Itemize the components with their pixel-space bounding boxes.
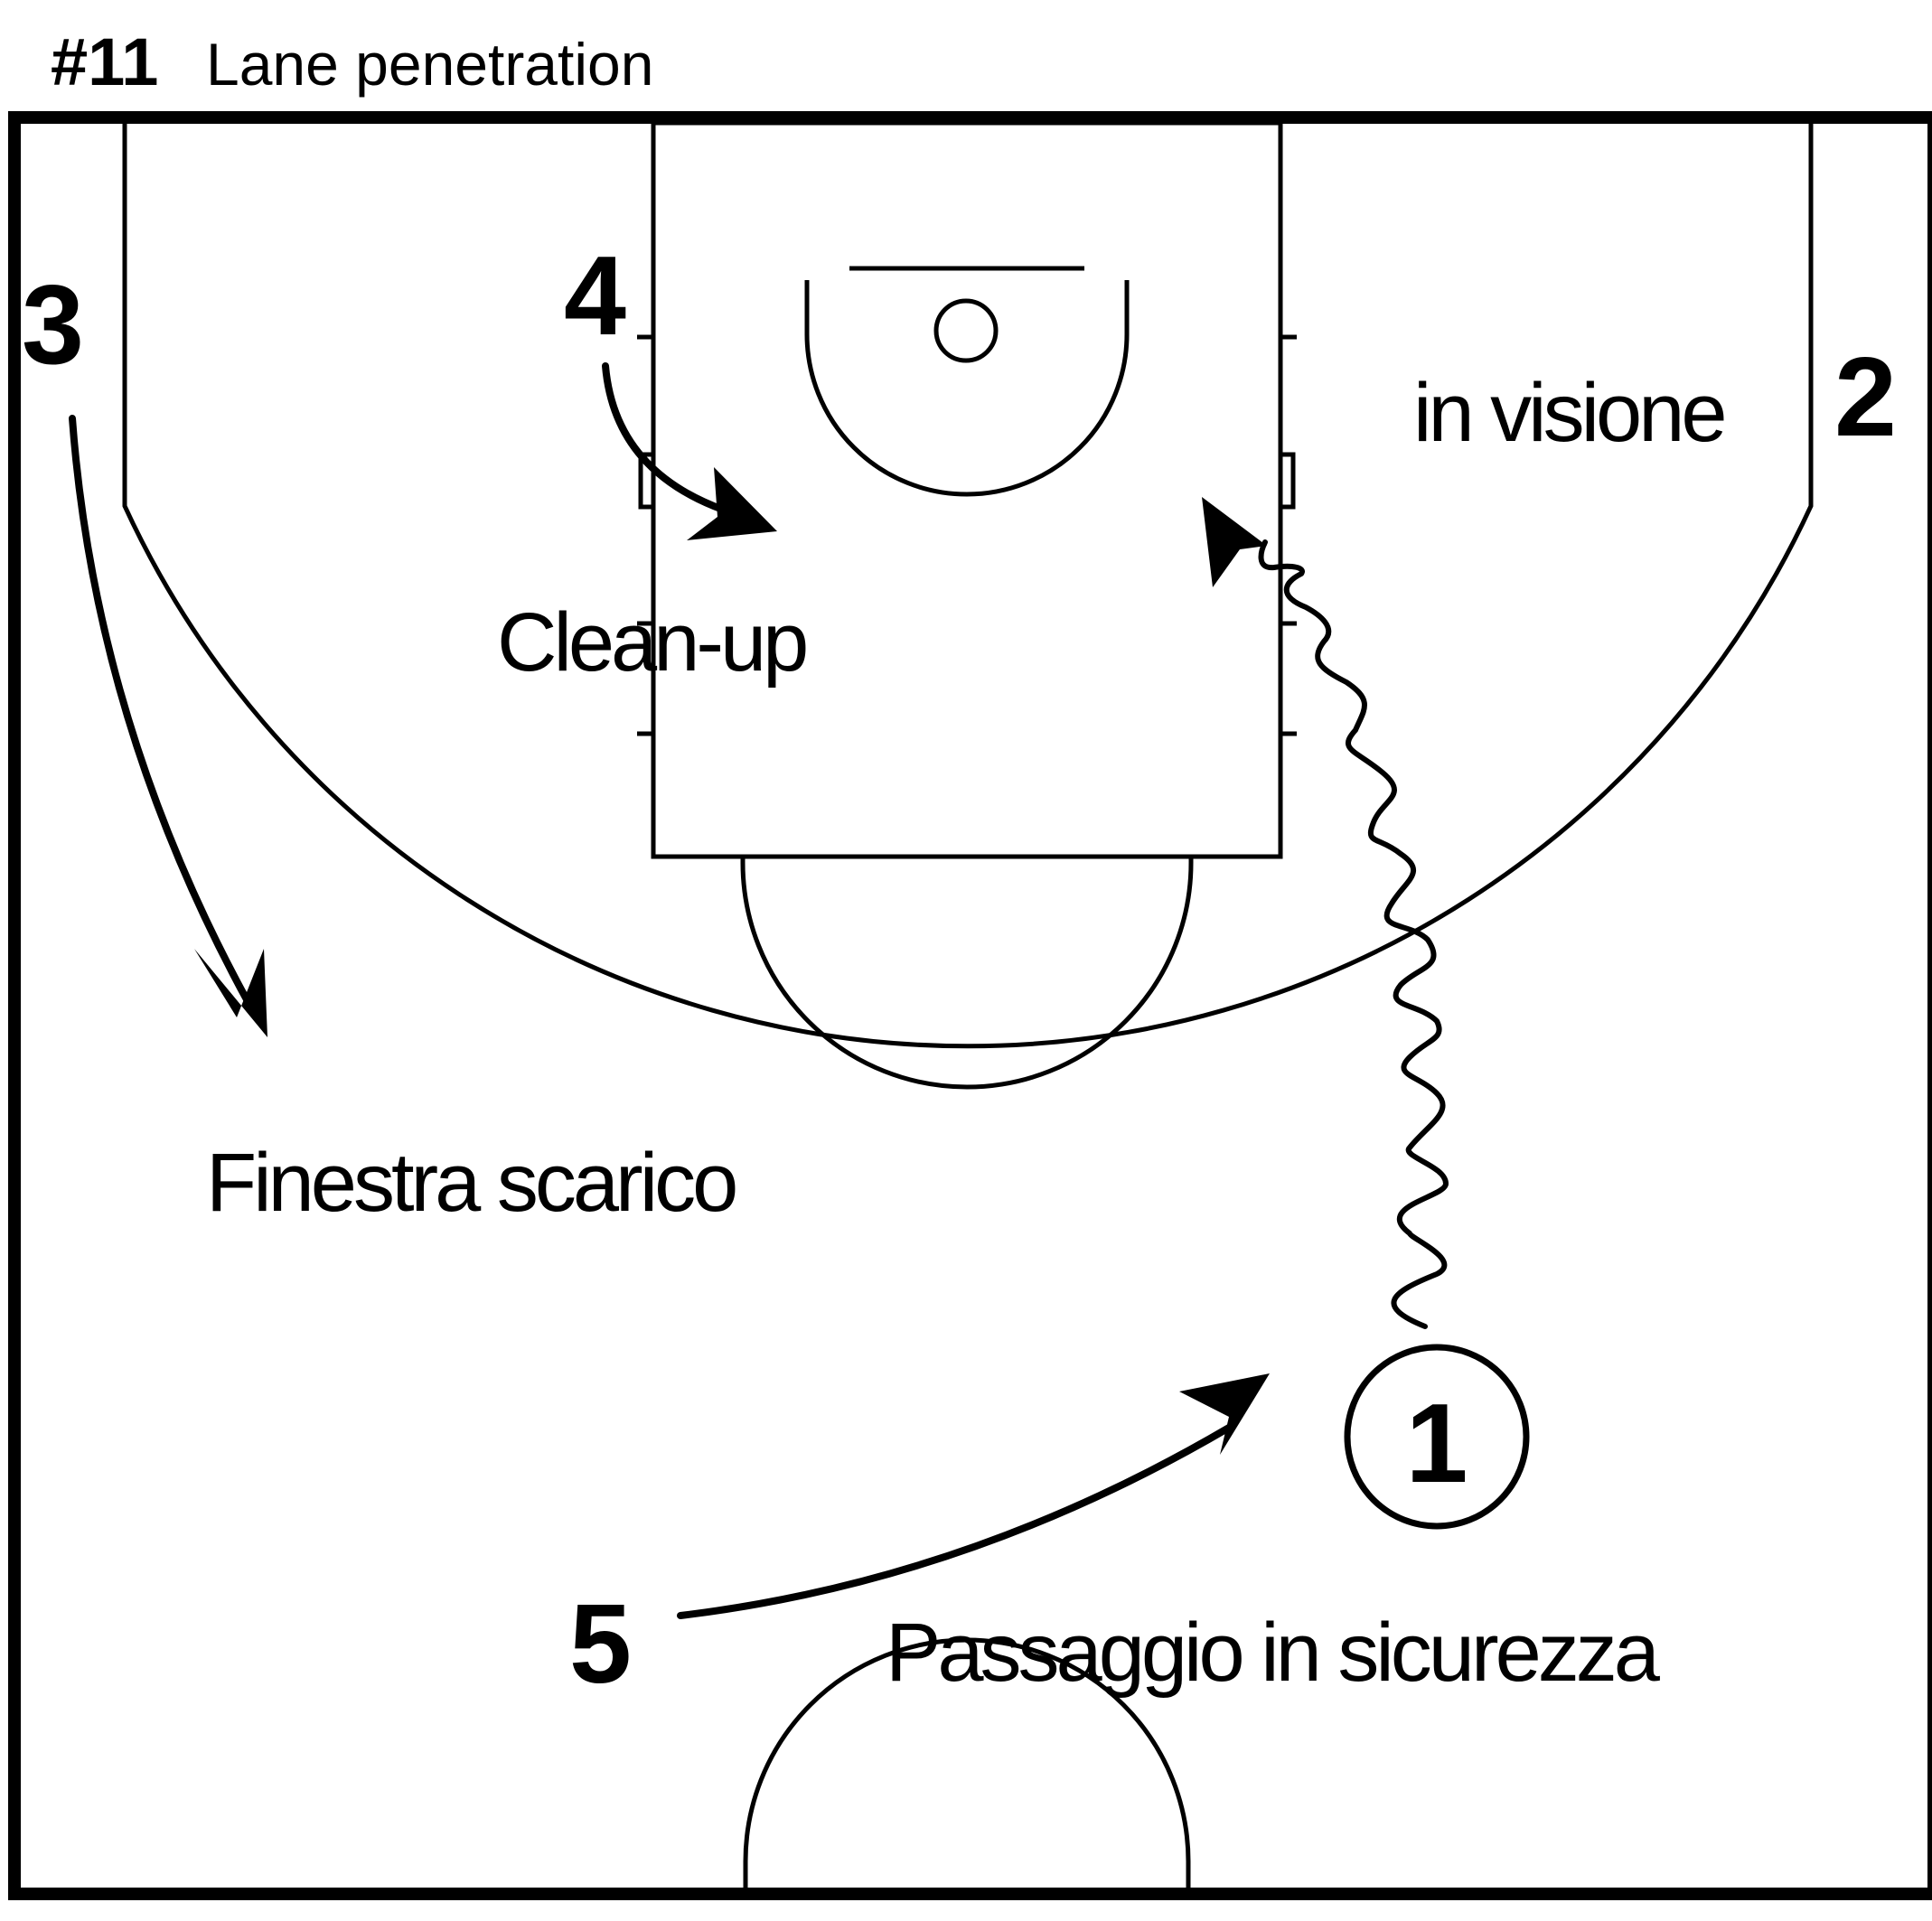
center-circle: [743, 1637, 1191, 1888]
three-point-line: [122, 123, 1814, 1049]
player-2: 2: [1834, 335, 1897, 460]
arrowhead-1: [1202, 497, 1267, 587]
player-5: 5: [569, 1582, 632, 1707]
dribble-1: [1258, 539, 1449, 1329]
free-throw-circle: [740, 857, 1194, 1090]
label-passaggio-sicurezza: Passaggio in sicurezza: [886, 1607, 1661, 1699]
player-1: 1: [1406, 1382, 1468, 1506]
movement-4: [602, 362, 727, 513]
label-in-visione: in visione: [1413, 367, 1724, 459]
restricted-area: [804, 280, 1130, 497]
play-title: Lane penetration: [206, 31, 653, 98]
arrowhead-4: [687, 467, 777, 540]
rim: [933, 298, 999, 363]
annotations: Clean-up in visione Finestra scarico Pas…: [206, 367, 1728, 1699]
play-number: #11: [51, 24, 158, 99]
player-movements: [69, 362, 1449, 1619]
lane-hash-marks: [637, 334, 1297, 736]
movement-5: [677, 1424, 1233, 1619]
player-4: 4: [564, 234, 626, 359]
label-finestra-scarico: Finestra scarico: [206, 1137, 736, 1229]
arrowhead-3: [194, 949, 267, 1037]
court-boundary: [8, 111, 1932, 1900]
ball-handler-circle: [1344, 1344, 1530, 1530]
label-clean-up: Clean-up: [497, 596, 806, 689]
player-3: 3: [22, 263, 84, 388]
arrowhead-5: [1179, 1373, 1270, 1455]
half-court: [8, 111, 1932, 1900]
players: 3 4 2 5 1: [22, 234, 1897, 1707]
movement-3: [69, 415, 252, 1007]
free-throw-lane: [651, 120, 1283, 859]
